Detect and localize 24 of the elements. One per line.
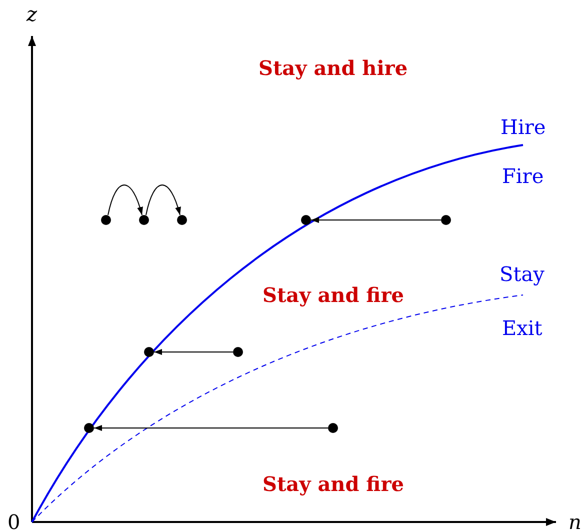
axis-label: z	[26, 4, 38, 24]
dot	[144, 347, 154, 357]
dot	[139, 215, 149, 225]
dot	[328, 423, 338, 433]
arrow	[108, 184, 143, 216]
region-label: Stay and hire	[258, 58, 408, 78]
dot	[233, 347, 243, 357]
curve-label: Stay	[500, 264, 544, 284]
region-label: Stay and fire	[262, 285, 404, 305]
origin-label: 0	[8, 512, 20, 532]
dot	[84, 423, 94, 433]
arrow	[146, 184, 181, 216]
arrow	[94, 425, 328, 431]
dot	[177, 215, 187, 225]
dot	[441, 215, 451, 225]
curve-label: Exit	[502, 318, 542, 338]
curve-label: Hire	[500, 117, 546, 137]
curve-label: Fire	[502, 166, 544, 186]
dot	[301, 215, 311, 225]
arrow	[310, 217, 442, 223]
region-label: Stay and fire	[262, 474, 404, 494]
dot	[101, 215, 111, 225]
axis-label: n	[568, 512, 582, 532]
arrow	[154, 349, 234, 355]
